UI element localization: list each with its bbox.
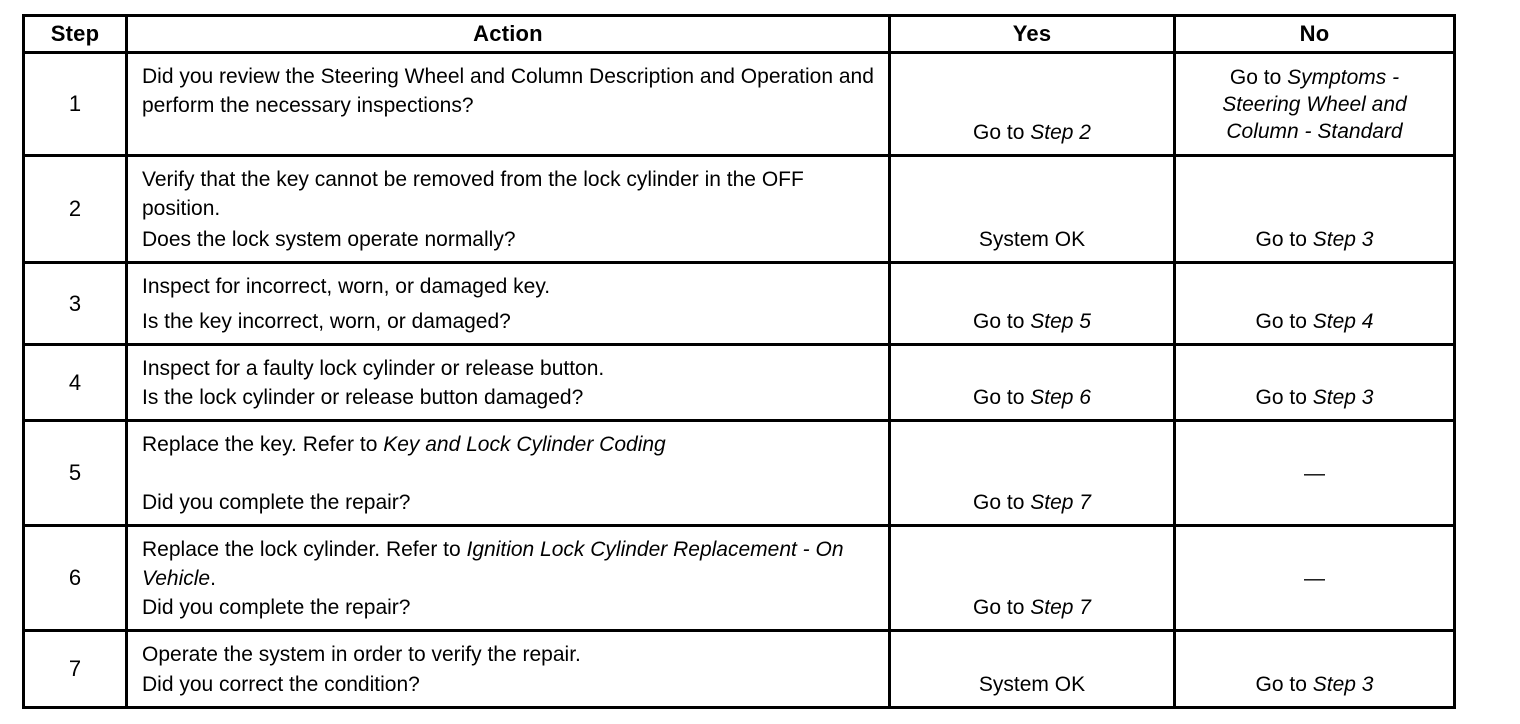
- no-cell: —: [1173, 419, 1456, 527]
- table-row: 7 Operate the system in order to verify t…: [22, 629, 1456, 709]
- yes-cell: Go to Step 7: [888, 419, 1176, 527]
- action-statement: Operate the system in order to verify th…: [142, 643, 581, 666]
- no-cell: Go to Step 4: [1173, 261, 1456, 346]
- step-cell: 7: [22, 629, 128, 709]
- action-cell: Verify that the key cannot be removed fr…: [125, 154, 891, 264]
- no-text: Go to Step 3: [1255, 673, 1374, 696]
- table-body: 1 Did you review the Steering Wheel and C…: [22, 51, 1456, 709]
- yes-cell: Go to Step 2: [888, 51, 1176, 157]
- no-cell: Go to Step 3: [1173, 154, 1456, 264]
- no-cell: Go to Symptoms - Steering Wheel and Colu…: [1173, 51, 1456, 157]
- no-text: Go to Symptoms - Steering Wheel and Colu…: [1222, 65, 1407, 143]
- no-cell: Go to Step 3: [1173, 629, 1456, 709]
- yes-text: Go to Step 7: [973, 596, 1091, 619]
- step-cell: 1: [22, 51, 128, 157]
- step-cell: 3: [22, 261, 128, 346]
- yes-text: Go to Step 6: [973, 386, 1091, 409]
- table-row: 4 Inspect for a faulty lock cylinder or r…: [22, 343, 1456, 422]
- yes-text: System OK: [978, 228, 1086, 251]
- table-row: 2 Verify that the key cannot be removed f…: [22, 154, 1456, 264]
- yes-text: Go to Step 5: [973, 310, 1091, 333]
- column-header-yes: Yes: [888, 14, 1176, 54]
- column-header-step: Step: [22, 14, 128, 54]
- no-text: —: [1304, 566, 1325, 590]
- yes-cell: Go to Step 7: [888, 524, 1176, 632]
- action-question: Did you complete the repair?: [142, 596, 411, 619]
- yes-text: System OK: [978, 673, 1086, 696]
- step-cell: 2: [22, 154, 128, 264]
- yes-text: Go to Step 7: [973, 491, 1091, 514]
- action-cell: Inspect for incorrect, worn, or damaged …: [125, 261, 891, 346]
- yes-text: Go to Step 2: [973, 121, 1091, 144]
- action-question: Is the key incorrect, worn, or damaged?: [142, 310, 511, 333]
- action-question: Did you complete the repair?: [142, 491, 411, 514]
- step-cell: 6: [22, 524, 128, 632]
- document-page: Step Action Yes No 1 Did you review the S…: [22, 14, 1456, 709]
- action-cell: Operate the system in order to verify th…: [125, 629, 891, 709]
- action-cell: Replace the key. Refer to Key and Lock C…: [125, 419, 891, 527]
- action-cell: Inspect for a faulty lock cylinder or re…: [125, 343, 891, 422]
- table-row: 6 Replace the lock cylinder. Refer to Ign…: [22, 524, 1456, 632]
- no-text: Go to Step 3: [1255, 228, 1374, 251]
- step-cell: 5: [22, 419, 128, 527]
- yes-cell: System OK: [888, 154, 1176, 264]
- table-row: 1 Did you review the Steering Wheel and C…: [22, 51, 1456, 157]
- diagnostic-table: Step Action Yes No 1 Did you review the S…: [22, 14, 1456, 709]
- yes-cell: Go to Step 6: [888, 343, 1176, 422]
- action-statement: Inspect for a faulty lock cylinder or re…: [142, 357, 605, 380]
- column-header-action: Action: [125, 14, 891, 54]
- action-statement: Replace the lock cylinder. Refer to Igni…: [142, 538, 844, 590]
- no-text: —: [1304, 461, 1325, 485]
- action-question: Is the lock cylinder or release button d…: [142, 386, 584, 409]
- action-statement: Inspect for incorrect, worn, or damaged …: [142, 275, 551, 298]
- no-cell: Go to Step 3: [1173, 343, 1456, 422]
- step-cell: 4: [22, 343, 128, 422]
- no-text: Go to Step 3: [1255, 386, 1374, 409]
- action-statement: Replace the key. Refer to Key and Lock C…: [142, 433, 666, 456]
- action-statement: Did you review the Steering Wheel and Co…: [142, 65, 874, 117]
- action-cell: Replace the lock cylinder. Refer to Igni…: [125, 524, 891, 632]
- header-row: Step Action Yes No: [22, 14, 1456, 54]
- action-question: Did you correct the condition?: [142, 673, 420, 696]
- column-header-no: No: [1173, 14, 1456, 54]
- action-cell: Did you review the Steering Wheel and Co…: [125, 51, 891, 157]
- action-statement: Verify that the key cannot be removed fr…: [142, 168, 804, 220]
- yes-cell: Go to Step 5: [888, 261, 1176, 346]
- table-row: 5 Replace the key. Refer to Key and Lock …: [22, 419, 1456, 527]
- action-question: Does the lock system operate normally?: [142, 228, 516, 251]
- table-row: 3 Inspect for incorrect, worn, or damaged…: [22, 261, 1456, 346]
- no-cell: —: [1173, 524, 1456, 632]
- no-text: Go to Step 4: [1255, 310, 1374, 333]
- yes-cell: System OK: [888, 629, 1176, 709]
